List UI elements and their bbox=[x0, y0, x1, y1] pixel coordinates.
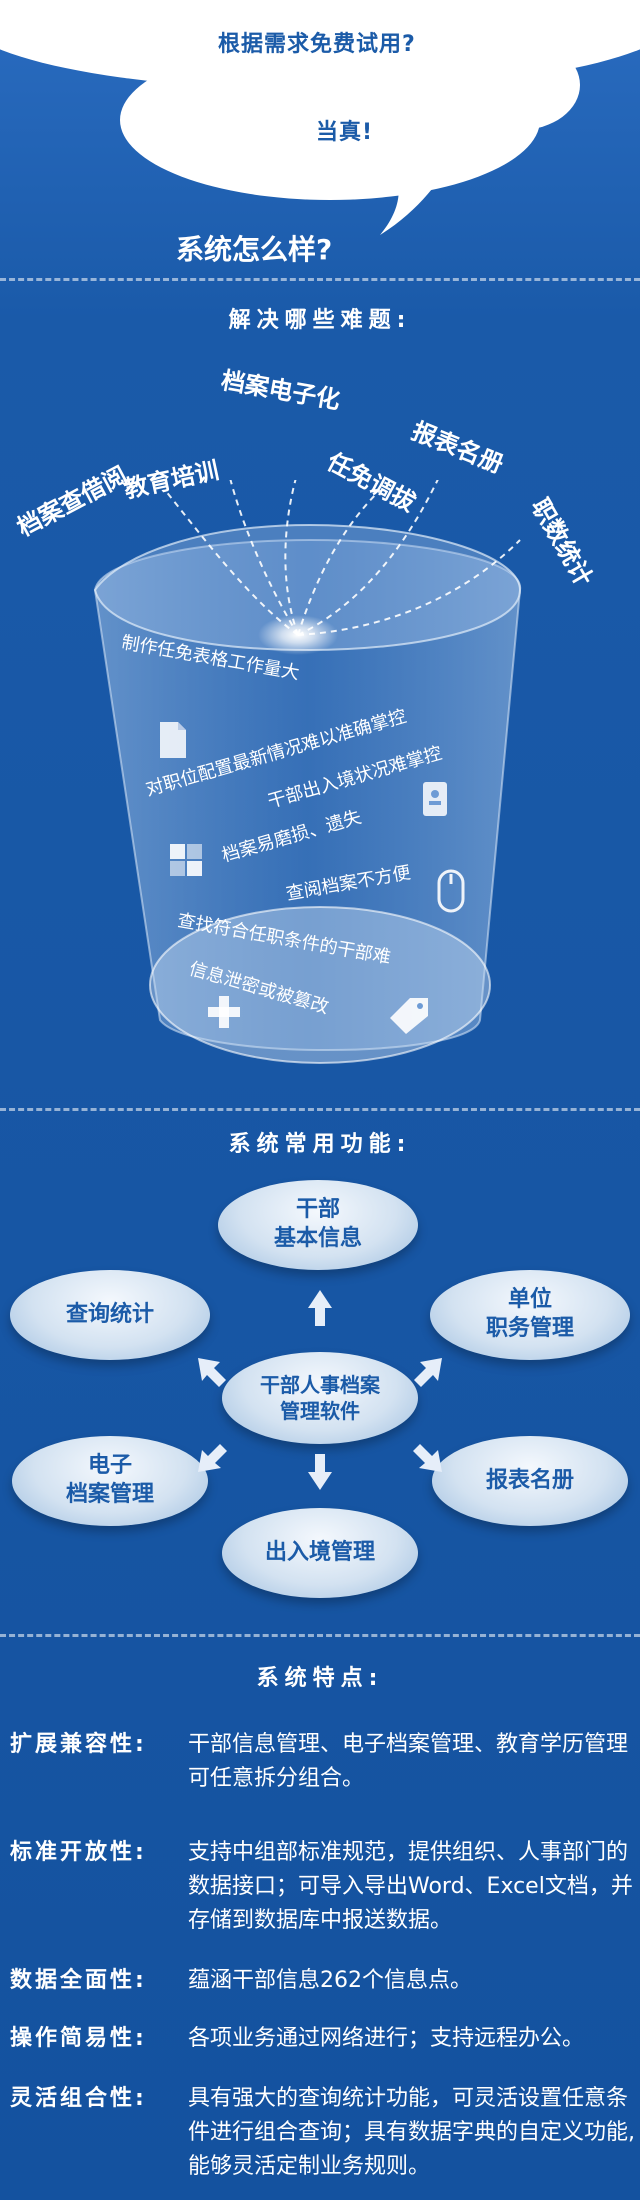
feature-desc-5: 具有强大的查询统计功能，可灵活设置任意条件进行组合查询；具有数据字典的自定义功能… bbox=[188, 2086, 635, 2179]
node-center-line1: 干部人事档案 bbox=[260, 1373, 380, 1397]
feature-item-2: 标准开放性: 支持中组部标准规范，提供组织、人事部门的数据接口；可导入导出Wor… bbox=[10, 1836, 640, 1940]
node-report-roster: 报表名册 bbox=[432, 1436, 628, 1526]
feature-label-4: 操作简易性: bbox=[10, 2026, 147, 2051]
feature-label-3: 数据全面性: bbox=[10, 1968, 147, 1993]
functions-title: 系统常用功能: bbox=[228, 1132, 412, 1157]
top-question-2: 系统怎么样? bbox=[176, 233, 333, 266]
feature-label-5: 灵活组合性: bbox=[10, 2086, 147, 2111]
node-unit-post-mgmt: 单位职务管理 bbox=[430, 1270, 630, 1360]
top-answer: 当真! bbox=[316, 120, 374, 145]
plus-icon bbox=[208, 996, 240, 1028]
feature-item-1: 扩展兼容性: 干部信息管理、电子档案管理、教育学历管理可任意拆分组合。 bbox=[10, 1728, 640, 1798]
divider-3 bbox=[0, 1634, 640, 1637]
node-e-archive-line1: 电子 bbox=[87, 1453, 132, 1479]
node-query-stats-line1: 查询统计 bbox=[65, 1301, 154, 1327]
grid-icon bbox=[170, 844, 202, 876]
node-cadre-basic-info-line1: 干部 bbox=[295, 1197, 340, 1223]
node-center-software: 干部人事档案管理软件 bbox=[222, 1352, 418, 1444]
contact-book-icon bbox=[423, 782, 447, 816]
feature-desc-1: 干部信息管理、电子档案管理、教育学历管理可任意拆分组合。 bbox=[188, 1732, 629, 1791]
document-icon bbox=[160, 722, 186, 758]
arc-label-digitization: 档案电子化 bbox=[219, 366, 343, 415]
node-unit-post-mgmt-line1: 单位 bbox=[507, 1287, 552, 1313]
node-cadre-basic-info-line2: 基本信息 bbox=[273, 1226, 362, 1251]
feature-desc-2: 支持中组部标准规范，提供组织、人事部门的数据接口；可导入导出Word、Excel… bbox=[188, 1840, 633, 1933]
feature-item-3: 数据全面性: 蕴涵干部信息262个信息点。 bbox=[10, 1964, 640, 1998]
feature-desc-3: 蕴涵干部信息262个信息点。 bbox=[188, 1968, 472, 1993]
problems-title: 解决哪些难题: bbox=[228, 308, 412, 333]
divider-1 bbox=[0, 278, 640, 281]
node-center-line2: 管理软件 bbox=[280, 1399, 360, 1423]
feature-label-2: 标准开放性: bbox=[10, 1840, 147, 1865]
divider-2 bbox=[0, 1108, 640, 1111]
node-cadre-basic-info: 干部基本信息 bbox=[218, 1180, 418, 1270]
node-e-archive-line2: 档案管理 bbox=[65, 1482, 154, 1507]
node-exit-entry-line1: 出入境管理 bbox=[264, 1539, 375, 1565]
function-arrows bbox=[198, 1290, 442, 1490]
feature-item-4: 操作简易性: 各项业务通过网络进行；支持远程办公。 bbox=[10, 2022, 640, 2056]
mouse-icon bbox=[437, 869, 465, 913]
node-unit-post-mgmt-line2: 职务管理 bbox=[485, 1316, 574, 1341]
node-e-archive-mgmt: 电子档案管理 bbox=[12, 1436, 208, 1526]
node-report-roster-line1: 报表名册 bbox=[485, 1467, 574, 1493]
tag-icon bbox=[390, 998, 428, 1034]
features-title: 系统特点: bbox=[256, 1666, 384, 1691]
node-exit-entry-mgmt: 出入境管理 bbox=[222, 1508, 418, 1598]
feature-item-5: 灵活组合性: 具有强大的查询统计功能，可灵活设置任意条件进行组合查询；具有数据字… bbox=[10, 2082, 640, 2186]
feature-desc-4: 各项业务通过网络进行；支持远程办公。 bbox=[188, 2026, 585, 2051]
top-question-1: 根据需求免费试用? bbox=[218, 32, 416, 57]
feature-label-1: 扩展兼容性: bbox=[10, 1732, 147, 1757]
node-query-stats: 查询统计 bbox=[10, 1270, 210, 1360]
arc-label-reports: 报表名册 bbox=[407, 416, 508, 479]
